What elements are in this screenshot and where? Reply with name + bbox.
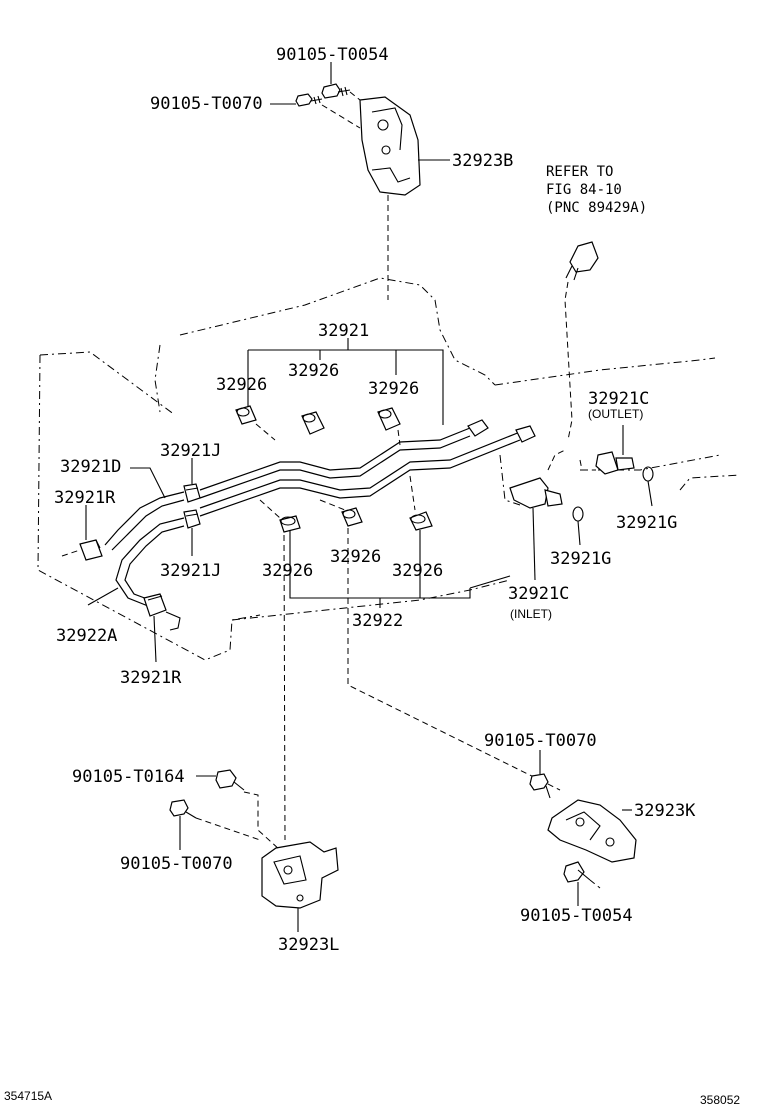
sleeve-32926-a <box>235 405 257 425</box>
refer-to-line2: FIG 84-10 <box>546 182 622 198</box>
bolt-90105-t0054-bottom <box>563 861 591 883</box>
label-32921r-bottom: 32921R <box>120 668 182 688</box>
label-32926-f: 32926 <box>392 561 443 581</box>
diagram-id-left: 354715A <box>4 1089 52 1103</box>
pipe-32921 <box>199 419 489 499</box>
outlet-note: (OUTLET) <box>588 407 643 421</box>
clamp-32921j-bottom <box>183 509 201 529</box>
sleeve-32926-b <box>301 411 325 435</box>
hose-32922a <box>115 517 185 607</box>
label-32922a: 32922A <box>56 626 117 646</box>
label-90105-t0164: 90105-T0164 <box>72 767 185 787</box>
clamp-32921r-top <box>79 539 103 561</box>
connector-32921c-inlet <box>509 477 563 509</box>
label-32923k: 32923K <box>634 801 696 821</box>
inlet-note: (INLET) <box>510 607 552 621</box>
bolt-90105-t0164 <box>215 769 245 791</box>
label-32921j-top: 32921J <box>160 441 221 461</box>
label-32923b: 32923B <box>452 151 513 171</box>
label-32921c-outlet: 32921C <box>588 389 649 409</box>
label-32921g-right: 32921G <box>616 513 677 533</box>
label-90105-t0070-mid: 90105-T0070 <box>484 731 597 751</box>
bolt-90105-t0070-mid <box>529 773 551 799</box>
label-32921r-top: 32921R <box>54 488 116 508</box>
label-32926-e: 32926 <box>330 547 381 567</box>
clamp-32921r-bottom <box>143 593 167 617</box>
hose-32921d <box>104 491 185 551</box>
label-32921j-bottom: 32921J <box>160 561 221 581</box>
label-32922: 32922 <box>352 611 403 631</box>
sleeve-32926-f <box>409 511 433 531</box>
label-32926-a: 32926 <box>216 375 267 395</box>
sleeve-32926-c <box>377 407 401 431</box>
bolt-90105-t0070-top <box>295 93 323 107</box>
bracket-32923b <box>359 96 421 196</box>
label-32921c-inlet: 32921C <box>508 584 569 604</box>
sleeve-32926-d <box>279 515 301 533</box>
sensor-89429a <box>565 241 599 281</box>
bracket-32923l <box>261 841 339 909</box>
label-32921d: 32921D <box>60 457 121 477</box>
label-32921: 32921 <box>318 321 369 341</box>
diagram-id-right: 358052 <box>700 1093 740 1107</box>
refer-to-line3: (PNC 89429A) <box>546 200 647 216</box>
engine-body-outline <box>37 277 741 661</box>
label-32926-c: 32926 <box>368 379 419 399</box>
refer-to-line1: REFER TO <box>546 164 613 180</box>
label-32923l: 32923L <box>278 935 339 955</box>
label-90105-t0054-top: 90105-T0054 <box>276 45 389 65</box>
bolt-90105-t0054-top <box>321 83 351 99</box>
connector-32921c-outlet <box>595 451 635 475</box>
label-32926-b: 32926 <box>288 361 339 381</box>
label-90105-t0070-top: 90105-T0070 <box>150 94 263 114</box>
clamp-32921j-top <box>183 483 201 503</box>
label-32926-d: 32926 <box>262 561 313 581</box>
pipe-32922 <box>199 425 536 517</box>
bracket-32923k <box>547 799 637 863</box>
label-90105-t0054-bottom: 90105-T0054 <box>520 906 633 926</box>
label-32921g-mid: 32921G <box>550 549 611 569</box>
label-90105-t0070-bottom: 90105-T0070 <box>120 854 233 874</box>
sleeve-32926-e <box>341 507 363 527</box>
bolt-90105-t0070-bottom <box>169 799 197 819</box>
